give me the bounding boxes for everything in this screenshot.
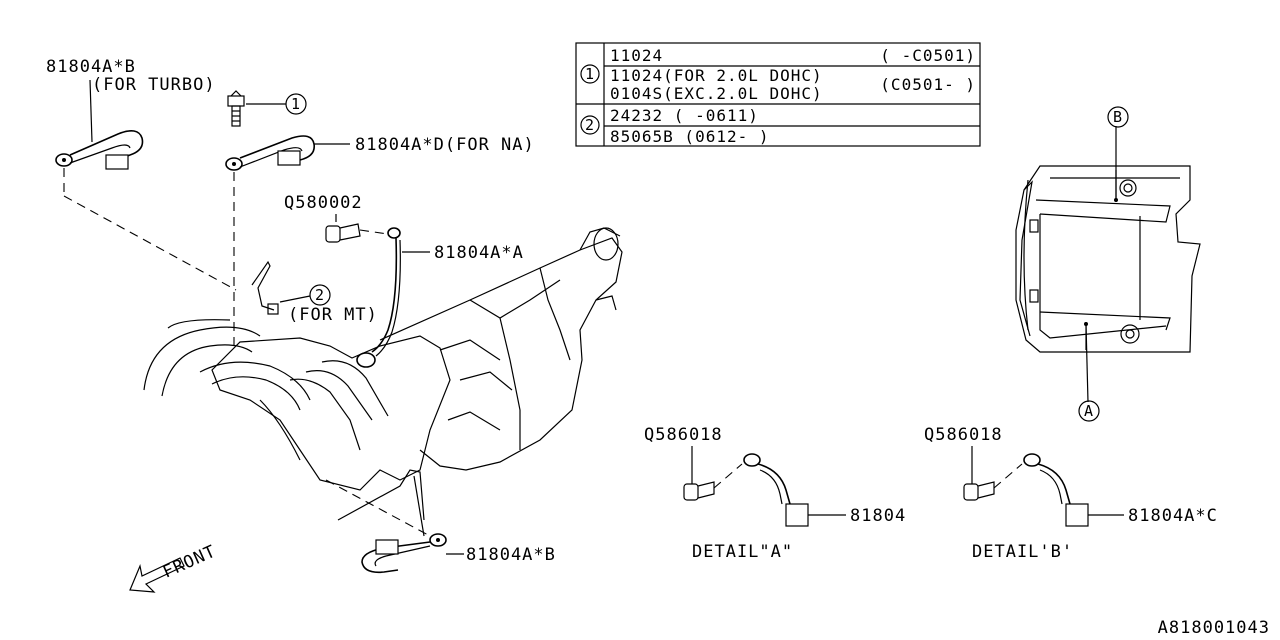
part-label-q580002: Q580002 [284,193,363,213]
table-border [575,42,981,147]
callout-1-label: 1 [291,95,301,113]
table-ref-1: 1 [585,65,595,83]
table-cell-part: 24232 ( -0611) [610,106,759,125]
table-callout-1 [580,64,600,84]
table-callout-2 [580,115,600,135]
table-ref-2: 2 [585,116,595,134]
bracket-callout-2: 2 (FOR MT) [251,260,378,325]
callout-2-label: 2 [315,286,325,304]
detail-b-part-label: 81804A*C [1128,506,1218,526]
leader-lines [63,168,431,537]
ground-strap-bottom: 81804A*B [361,533,556,574]
bolt-callout-1: 1 [227,90,307,127]
callout-a [1078,400,1100,422]
part-label-81804ad: 81804A*D(FOR NA) [355,135,535,155]
detail-b: Q586018 81804A*C DETAIL'B' [924,425,1218,562]
for-turbo-label: (FOR TURBO) [92,75,216,95]
callout-b [1107,106,1129,128]
detail-a: Q586018 81804 DETAIL"A" [644,425,906,562]
detail-a-title: DETAIL"A" [692,542,793,562]
figure-id: A818001043 [1158,618,1270,638]
callout-1 [285,93,307,115]
callout-b-label: B [1113,108,1123,126]
engine-transmission-illustration [143,227,623,537]
table-cell-part: 0104S(EXC.2.0L DOHC) [610,84,823,103]
detail-a-bolt-label: Q586018 [644,425,723,445]
ground-strap-turbo: 81804A*B (FOR TURBO) [46,57,216,170]
callout-2 [309,284,331,306]
strap-81804aa: Q580002 81804A*A [284,193,524,368]
table-cell-part: 11024(FOR 2.0L DOHC) [610,66,823,85]
detail-a-part-label: 81804 [850,506,906,526]
body-frame-view: B A [1015,106,1201,422]
front-arrow-icon [129,557,185,593]
front-arrow: FRONT [129,541,219,593]
detail-b-bolt-label: Q586018 [924,425,1003,445]
callout-a-label: A [1084,402,1094,420]
front-label: FRONT [160,541,219,582]
detail-b-title: DETAIL'B' [972,542,1073,562]
table-cell-note: (C0501- ) [880,75,976,94]
ground-strap-na: 81804A*D(FOR NA) [225,135,535,171]
table-cell-note: ( -C0501) [880,46,976,65]
table-cell-part: 11024 [610,46,663,65]
for-mt-label: (FOR MT) [288,305,378,325]
part-label-81804ab-top: 81804A*B [46,57,136,77]
part-label-81804ab-bottom: 81804A*B [466,545,556,565]
parts-table: 1 2 11024 ( -C0501) 11024(FOR 2.0L DOHC)… [575,42,981,147]
part-label-81804aa: 81804A*A [434,243,524,263]
table-cell-part: 85065B (0612- ) [610,127,770,146]
